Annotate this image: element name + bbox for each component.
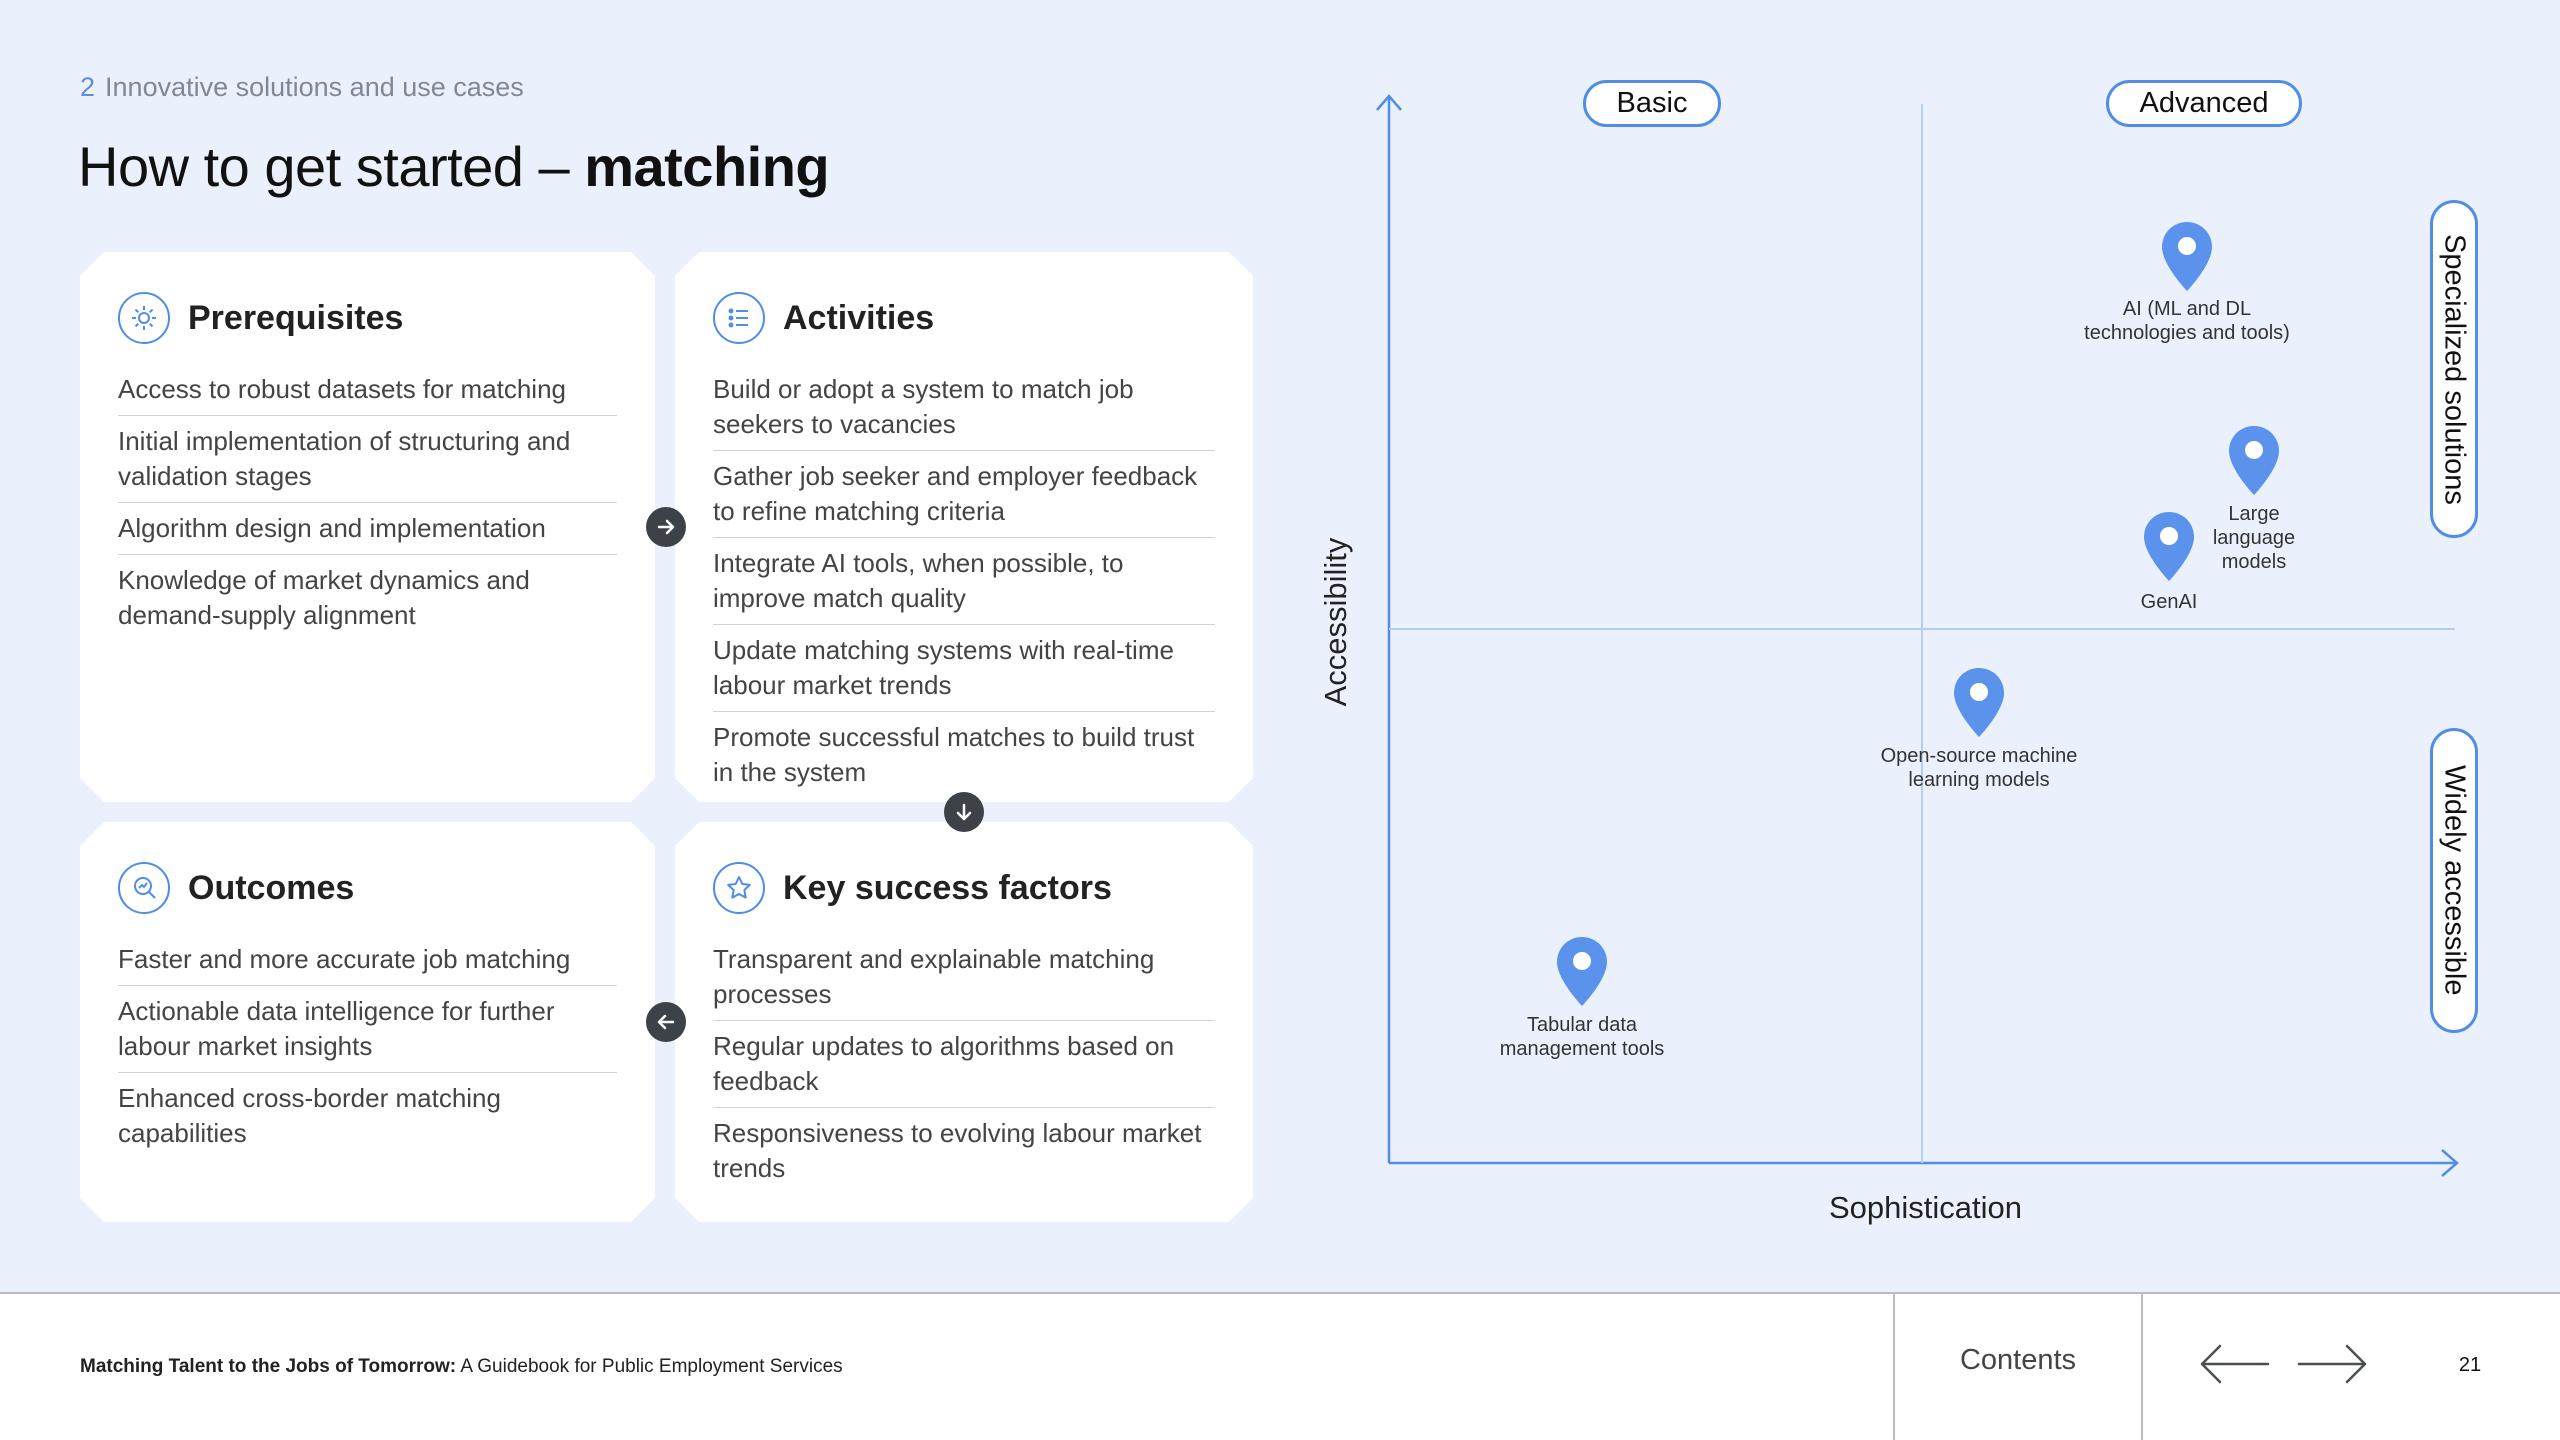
list-item: Initial implementation of structuring an… <box>118 416 617 503</box>
list-icon <box>713 292 765 344</box>
title-prefix: How to get started – <box>78 135 585 198</box>
advanced-label: Advanced <box>2106 80 2302 127</box>
map-pin-icon <box>2144 512 2194 581</box>
map-pin-icon <box>2162 222 2212 291</box>
outcomes-list: Faster and more accurate job matching Ac… <box>118 934 617 1159</box>
activities-list: Build or adopt a system to match job see… <box>713 364 1215 798</box>
list-item: Gather job seeker and employer feedback … <box>713 451 1215 538</box>
list-item: Enhanced cross-border matching capabilit… <box>118 1083 501 1148</box>
pin-label-genai: GenAI <box>2140 591 2198 613</box>
specialized-solutions-label: Specialized solutions <box>2430 200 2478 538</box>
list-item: Faster and more accurate job matching <box>118 934 617 986</box>
x-axis-label: Sophistication <box>1829 1190 2023 1225</box>
list-item: Responsiveness to evolving labour market… <box>713 1118 1202 1183</box>
card-title: Prerequisites <box>188 298 404 337</box>
arrow-right-icon <box>646 507 686 547</box>
matrix-axes <box>1376 94 2459 1177</box>
document-title: Matching Talent to the Jobs of Tomorrow:… <box>80 1356 843 1378</box>
key-success-factors-list: Transparent and explainable matching pro… <box>713 934 1215 1194</box>
list-item: Update matching systems with real-time l… <box>713 625 1215 712</box>
outcomes-card: Outcomes Faster and more accurate job ma… <box>80 822 655 1222</box>
footer-divider <box>1893 1294 1895 1440</box>
list-item: Transparent and explainable matching pro… <box>713 934 1215 1021</box>
arrow-down-icon <box>944 792 984 832</box>
previous-page-arrow-icon[interactable] <box>2196 1342 2272 1386</box>
document-subtitle: A Guidebook for Public Employment Servic… <box>460 1356 843 1377</box>
list-item: Algorithm design and implementation <box>118 503 617 555</box>
pin-label-llm: Large language models <box>2212 503 2296 573</box>
specialized-solutions-text: Specialized solutions <box>2438 233 2471 505</box>
list-item: Build or adopt a system to match job see… <box>713 364 1215 451</box>
activities-card: Activities Build or adopt a system to ma… <box>675 252 1253 802</box>
map-pin-icon <box>1557 937 1607 1006</box>
page-background: 2 Innovative solutions and use cases How … <box>0 0 2560 1292</box>
widely-accessible-label: Widely accessible <box>2430 728 2478 1033</box>
pin-label-ai: AI (ML and DL technologies and tools) <box>2084 298 2290 344</box>
card-title: Activities <box>783 298 935 337</box>
widely-accessible-text: Widely accessible <box>2438 765 2471 996</box>
list-item: Integrate AI tools, when possible, to im… <box>713 538 1215 625</box>
section-title: Innovative solutions and use cases <box>105 72 524 102</box>
card-title: Outcomes <box>188 868 355 907</box>
card-title: Key success factors <box>783 868 1112 907</box>
list-item: Regular updates to algorithms based on f… <box>713 1021 1215 1108</box>
pin-label-open-source-ml: Open-source machine learning models <box>1880 745 2078 791</box>
list-item: Actionable data intelligence for further… <box>118 986 617 1073</box>
footer-divider <box>2141 1294 2143 1440</box>
map-pin-icon <box>1954 668 2004 737</box>
star-icon <box>713 862 765 914</box>
magnifier-chart-icon <box>118 862 170 914</box>
arrow-left-icon <box>646 1002 686 1042</box>
document-title-bold: Matching Talent to the Jobs of Tomorrow: <box>80 1356 457 1377</box>
list-item: Knowledge of market dynamics and demand-… <box>118 565 530 630</box>
map-pin-icon <box>2229 426 2279 495</box>
footer: Matching Talent to the Jobs of Tomorrow:… <box>0 1292 2560 1440</box>
y-axis-label: Accessibility <box>1318 537 1353 707</box>
title-bold: matching <box>584 135 830 198</box>
list-item: Promote successful matches to build trus… <box>713 722 1195 787</box>
page-title: How to get started – matching <box>78 134 830 199</box>
pin-label-tabular-data: Tabular data management tools <box>1499 1014 1665 1060</box>
section-number: 2 <box>80 72 96 102</box>
key-success-factors-card: Key success factors Transparent and expl… <box>675 822 1253 1222</box>
prerequisites-card: Prerequisites Access to robust datasets … <box>80 252 655 802</box>
gear-icon <box>118 292 170 344</box>
prerequisites-list: Access to robust datasets for matching I… <box>118 364 617 641</box>
next-page-arrow-icon[interactable] <box>2295 1342 2371 1386</box>
list-item: Access to robust datasets for matching <box>118 364 617 416</box>
section-label: 2 Innovative solutions and use cases <box>80 72 524 103</box>
page-number: 21 <box>2458 1354 2482 1376</box>
basic-label: Basic <box>1583 80 1721 127</box>
contents-link[interactable]: Contents <box>1959 1344 2077 1376</box>
